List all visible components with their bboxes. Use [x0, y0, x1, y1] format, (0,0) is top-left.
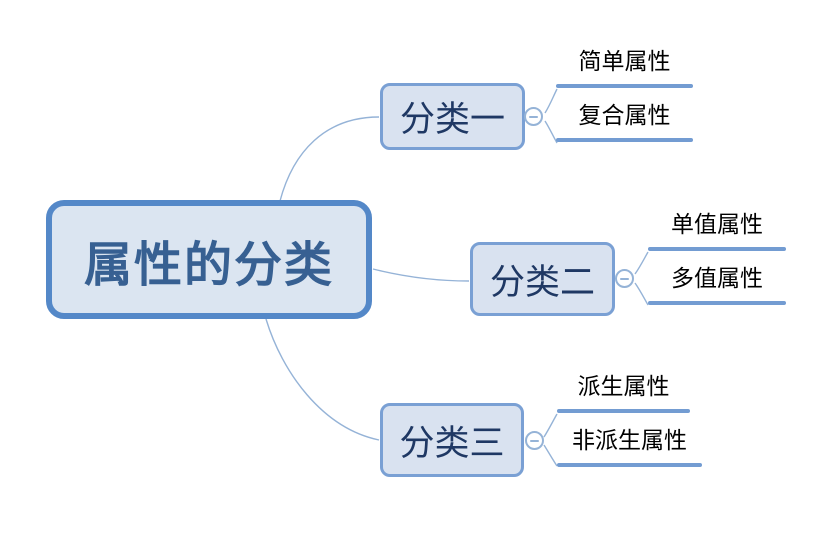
leaf-topic-2-2-label: 多值属性 [671, 265, 763, 291]
collapse-button-branch1[interactable] [524, 107, 543, 126]
leaf-topic-3-2-label: 非派生属性 [572, 427, 687, 453]
bracket-branch2-to-leaf2 [634, 282, 649, 306]
collapse-button-branch3[interactable] [525, 431, 544, 450]
minus-icon [620, 277, 629, 280]
branch-topic-3-label: 分类三 [399, 423, 505, 463]
leaf-topic-1-1-label: 简单属性 [578, 48, 671, 74]
connector-root-to-branch1 [279, 116, 380, 202]
leaf-topic-3-2[interactable]: 非派生属性 [557, 425, 702, 467]
root-topic[interactable]: 属性的分类 [46, 200, 372, 319]
connector-root-to-branch2 [372, 268, 470, 282]
leaf-topic-2-1-label: 单值属性 [671, 211, 763, 237]
branch-topic-1[interactable]: 分类一 [380, 83, 525, 150]
branch-topic-2-label: 分类二 [489, 262, 595, 302]
leaf-topic-1-2[interactable]: 复合属性 [556, 100, 693, 142]
leaf-topic-2-1[interactable]: 单值属性 [648, 209, 786, 251]
collapse-button-branch2[interactable] [615, 269, 634, 288]
root-topic-label: 属性的分类 [83, 238, 334, 292]
bracket-branch2-to-leaf1 [634, 251, 649, 275]
leaf-topic-3-1-label: 派生属性 [577, 373, 670, 399]
leaf-topic-3-1[interactable]: 派生属性 [557, 371, 690, 413]
leaf-topic-1-1[interactable]: 简单属性 [556, 46, 693, 88]
connector-root-to-branch3 [265, 318, 380, 441]
branch-topic-3[interactable]: 分类三 [380, 403, 524, 477]
leaf-topic-2-2[interactable]: 多值属性 [648, 263, 786, 305]
branch-topic-2[interactable]: 分类二 [470, 242, 615, 316]
leaf-topic-1-2-label: 复合属性 [578, 102, 671, 128]
minus-icon [529, 115, 538, 118]
minus-icon [530, 439, 539, 442]
bracket-branch3-to-leaf2 [543, 444, 558, 467]
branch-topic-1-label: 分类一 [399, 100, 505, 139]
bracket-branch3-to-leaf1 [543, 413, 558, 438]
